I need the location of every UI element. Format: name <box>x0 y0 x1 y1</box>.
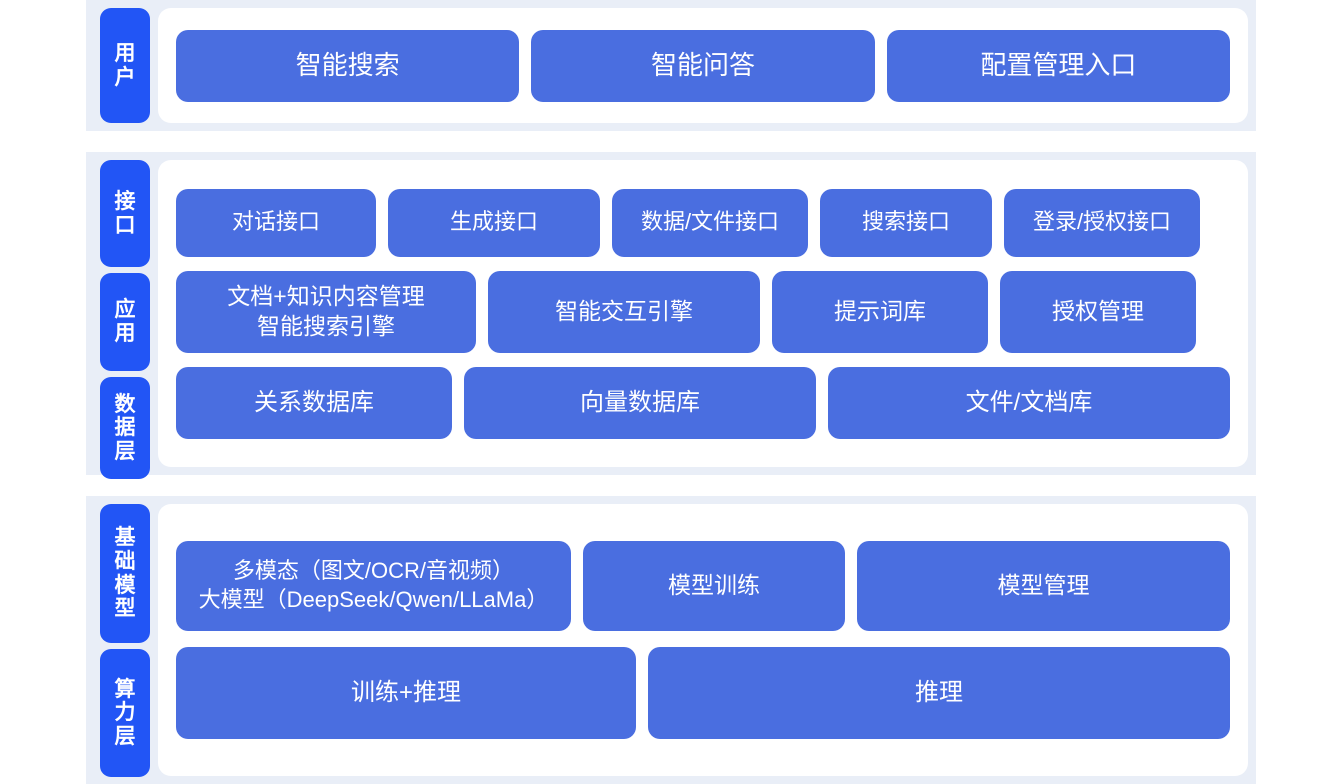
row-model: 多模态（图文/OCR/音视频） 大模型（DeepSeek/Qwen/LLaMa）… <box>176 541 1230 631</box>
card-middle: 对话接口 生成接口 数据/文件接口 搜索接口 登录/授权接口 文档+知识内容管理… <box>158 160 1248 467</box>
stack-middle: 对话接口 生成接口 数据/文件接口 搜索接口 登录/授权接口 文档+知识内容管理… <box>176 172 1230 455</box>
card-base: 多模态（图文/OCR/音视频） 大模型（DeepSeek/Qwen/LLaMa）… <box>158 504 1248 776</box>
node-login-auth-api[interactable]: 登录/授权接口 <box>1004 188 1200 257</box>
rail-tab-compute-layer[interactable]: 算力层 <box>100 649 150 777</box>
node-file-document-store[interactable]: 文件/文档库 <box>828 366 1230 439</box>
node-data-file-api[interactable]: 数据/文件接口 <box>612 188 808 257</box>
node-authorization-management[interactable]: 授权管理 <box>1000 270 1196 353</box>
rail-middle: 接口 应用 数据层 <box>86 152 150 479</box>
rail-tab-interface-label: 接口 <box>114 189 137 237</box>
node-doc-knowledge-content-management[interactable]: 文档+知识内容管理 智能搜索引擎 <box>176 270 476 353</box>
node-model-training[interactable]: 模型训练 <box>583 541 845 631</box>
node-generation-api[interactable]: 生成接口 <box>388 188 600 257</box>
section-middle: 接口 应用 数据层 对话接口 生成接口 数据/文件接口 搜索接口 登录/授权接口… <box>86 152 1256 479</box>
node-training-and-inference[interactable]: 训练+推理 <box>176 647 636 739</box>
row-user: 智能搜索 智能问答 配置管理入口 <box>176 29 1230 102</box>
row-data: 关系数据库 向量数据库 文件/文档库 <box>176 366 1230 439</box>
node-prompt-library[interactable]: 提示词库 <box>772 270 988 353</box>
node-model-management[interactable]: 模型管理 <box>857 541 1230 631</box>
rail-tab-user[interactable]: 用户 <box>100 8 150 123</box>
rail-tab-application[interactable]: 应用 <box>100 273 150 371</box>
node-config-management-entry[interactable]: 配置管理入口 <box>886 29 1230 102</box>
rail-user: 用户 <box>86 0 150 131</box>
rail-tab-application-label: 应用 <box>114 298 137 345</box>
stack-base: 多模态（图文/OCR/音视频） 大模型（DeepSeek/Qwen/LLaMa）… <box>176 516 1230 764</box>
node-smart-search[interactable]: 智能搜索 <box>176 29 520 102</box>
row-compute: 训练+推理 推理 <box>176 647 1230 739</box>
rail-tab-data-layer[interactable]: 数据层 <box>100 377 150 479</box>
node-search-api[interactable]: 搜索接口 <box>820 188 992 257</box>
section-user: 用户 智能搜索 智能问答 配置管理入口 <box>86 0 1256 131</box>
node-vector-database[interactable]: 向量数据库 <box>464 366 816 439</box>
rail-base: 基础模型 算力层 <box>86 496 150 784</box>
rail-tab-compute-layer-label: 算力层 <box>114 677 137 748</box>
node-inference[interactable]: 推理 <box>648 647 1230 739</box>
rail-tab-foundation-model-label: 基础模型 <box>114 526 137 621</box>
node-multimodal-large-model[interactable]: 多模态（图文/OCR/音视频） 大模型（DeepSeek/Qwen/LLaMa） <box>176 541 571 631</box>
section-base: 基础模型 算力层 多模态（图文/OCR/音视频） 大模型（DeepSeek/Qw… <box>86 496 1256 784</box>
rail-tab-foundation-model[interactable]: 基础模型 <box>100 504 150 643</box>
node-dialog-api[interactable]: 对话接口 <box>176 188 376 257</box>
node-smart-interaction-engine[interactable]: 智能交互引擎 <box>488 270 760 353</box>
row-interface: 对话接口 生成接口 数据/文件接口 搜索接口 登录/授权接口 <box>176 188 1230 257</box>
node-smart-qa[interactable]: 智能问答 <box>531 29 875 102</box>
rail-tab-data-layer-label: 数据层 <box>114 392 137 463</box>
rail-tab-interface[interactable]: 接口 <box>100 160 150 267</box>
card-user: 智能搜索 智能问答 配置管理入口 <box>158 8 1248 123</box>
row-application: 文档+知识内容管理 智能搜索引擎 智能交互引擎 提示词库 授权管理 <box>176 270 1230 353</box>
rail-tab-user-label: 用户 <box>114 41 137 89</box>
node-relational-database[interactable]: 关系数据库 <box>176 366 452 439</box>
